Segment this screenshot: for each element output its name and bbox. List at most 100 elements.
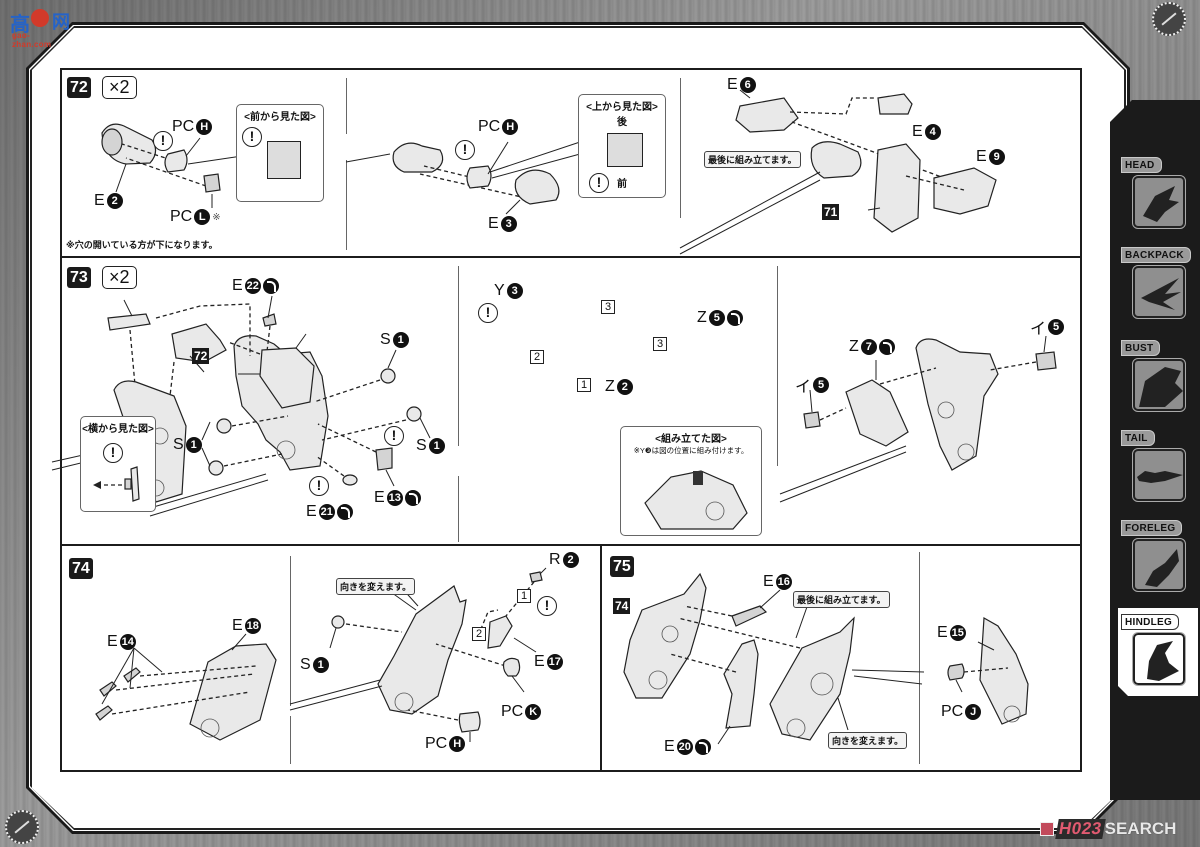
sub-divider (290, 716, 291, 764)
dial-ornament-icon (5, 810, 39, 844)
part-assembly-71 (873, 143, 921, 233)
part-pc-h (466, 165, 492, 189)
caution-icon: ! (537, 596, 557, 616)
runner-letter: Z (605, 378, 615, 395)
runner-letter: S (416, 437, 427, 454)
assemble-last-callout: 最後に組み立てます。 (704, 151, 801, 168)
part-s1 (380, 368, 396, 384)
sidebar-item-label: HEAD (1121, 157, 1162, 173)
sidebar-item-tail[interactable]: TAIL (1121, 428, 1195, 502)
part-pc-k (502, 657, 521, 677)
part-e9 (933, 167, 997, 215)
footnote: ※穴の開いている方が下になります。 (66, 240, 218, 250)
assembled-diagram (644, 470, 748, 530)
hindleg-part-icon (1132, 632, 1186, 686)
sidebar-item-foreleg[interactable]: FORELEG (1121, 518, 1195, 592)
part-i5 (1035, 351, 1057, 371)
part-number: 3 (500, 216, 517, 232)
top-view-inset: <上から見た図> 後 ! 前 (578, 94, 666, 198)
caution-icon: ! (242, 127, 262, 147)
part-pc-h (458, 711, 481, 733)
inset-note: ※Y❸は図の位置に組み付けます。 (633, 446, 749, 455)
reference-step-number: 74 (613, 598, 631, 614)
part-number: 15 (949, 625, 966, 641)
part-number: H (196, 119, 213, 135)
part-number: 1 (392, 332, 409, 348)
sidebar-item-bust[interactable]: BUST (1121, 338, 1195, 412)
inset-title: <組み立てた図> (655, 434, 727, 445)
part-number: 21 (318, 504, 335, 520)
part-number: 5 (813, 377, 830, 393)
sub-divider (680, 78, 681, 218)
sequence-step-3: 3 (601, 300, 615, 314)
side-view-inset: <横から見た図> ! (80, 416, 156, 512)
footer-brand: H023 SEARCH (1040, 818, 1176, 840)
part-e13 (375, 447, 393, 471)
part-e15 (979, 617, 1029, 725)
part-number: K (525, 704, 542, 720)
watermark-char: 网 (52, 12, 70, 33)
watermark-char: 高 (10, 12, 30, 36)
caution-icon: ! (589, 173, 609, 193)
part-e4 (877, 93, 913, 115)
runner-letter: Z (849, 338, 859, 355)
runner-letter: イ (795, 379, 812, 396)
sidebar-item-backpack[interactable]: BACKPACK (1121, 245, 1195, 319)
inset-title: <上から見た図> (586, 102, 658, 113)
runner-letter: E (306, 503, 317, 520)
runner-letter: E (94, 192, 105, 209)
sidebar-item-head[interactable]: HEAD (1121, 155, 1195, 229)
part-y3 (107, 313, 151, 331)
part-number: 3 (506, 283, 523, 299)
part-e6 (735, 97, 799, 133)
runner-letter: S (173, 436, 184, 453)
sub-divider (346, 78, 347, 134)
note-mark: ※ (212, 211, 221, 223)
part-number: 2 (562, 552, 579, 568)
sub-divider (458, 266, 459, 446)
pc-part-diagram (607, 133, 643, 167)
part-number: 16 (775, 574, 792, 590)
gate-cut-icon (336, 504, 353, 520)
backpack-part-icon (1132, 265, 1186, 319)
runner-letter: S (300, 656, 311, 673)
back-label: 後 (617, 117, 627, 128)
runner-letter: Y (494, 282, 505, 299)
part-number: 4 (924, 124, 941, 140)
part-e18 (189, 643, 277, 741)
part-e3 (514, 169, 560, 205)
part-number: 1 (185, 437, 202, 453)
brand-icon (1040, 822, 1054, 836)
bust-part-icon (1132, 358, 1186, 412)
part-e21 (342, 474, 358, 486)
foreleg-part-icon (1132, 538, 1186, 592)
part-i5 (803, 411, 821, 429)
inset-title: <前から見た図> (244, 112, 316, 123)
step-73-panel (60, 256, 1082, 546)
head-part-icon (1132, 175, 1186, 229)
sidebar-item-label: BUST (1121, 340, 1161, 356)
runner-letter: E (664, 738, 675, 755)
part-e17 (487, 615, 513, 649)
part-number: 14 (119, 634, 136, 650)
part-sub-assembly (915, 338, 999, 471)
reference-step-number: 71 (822, 204, 840, 220)
sidebar-item-hindleg[interactable]: HINDLEG (1118, 608, 1198, 696)
step-74-illustration (95, 567, 547, 742)
runner-letter: PC (941, 703, 964, 720)
runner-letter: E (232, 277, 243, 294)
